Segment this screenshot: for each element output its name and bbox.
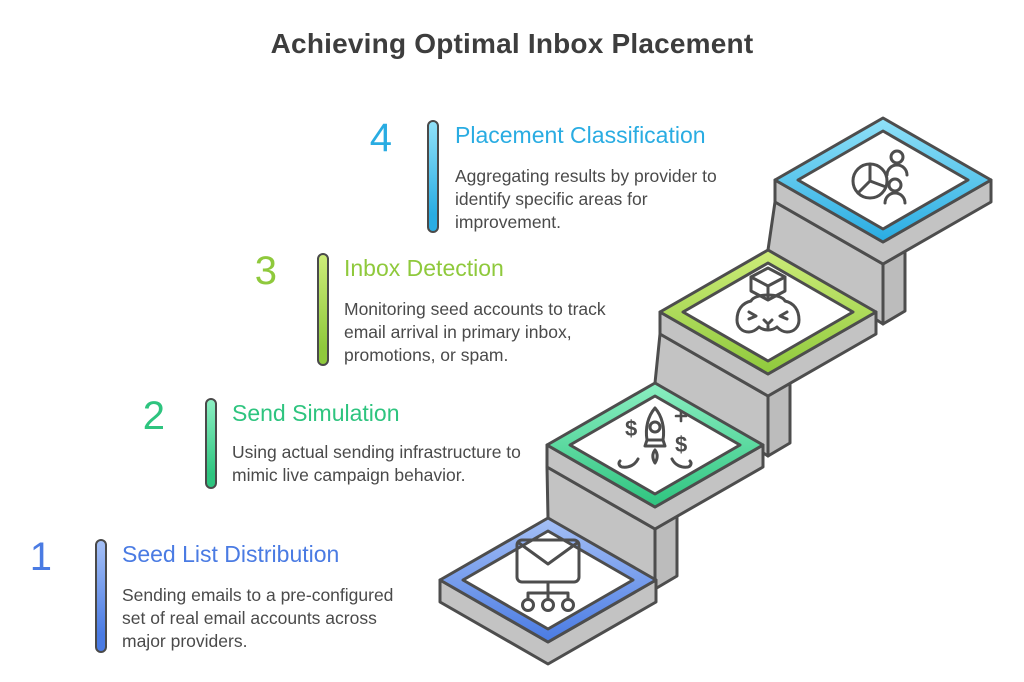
step-4-diamond-face: [796, 129, 970, 231]
pie-chart-people-icon: [851, 149, 909, 205]
envelope-network-icon: [515, 538, 581, 612]
step-4-block: [766, 116, 993, 326]
step-1-diamond-face: [461, 529, 635, 631]
step-4-description: Aggregating results by provider to ident…: [455, 166, 717, 233]
step-4-heading: Placement Classification: [455, 122, 706, 148]
step-2-bar: [205, 398, 217, 489]
step-3-diamond-face: [681, 261, 855, 363]
step-3-block: [653, 248, 878, 458]
step-3-bar: [317, 253, 329, 366]
step-3-description: Monitoring seed accounts to track email …: [344, 299, 606, 366]
step-1-bar: [95, 539, 107, 653]
step-3-number: 3: [254, 249, 277, 293]
step-1-number: 1: [29, 535, 52, 579]
open-box-detector-icon: [735, 266, 801, 334]
step-2-description: Using actual sending infrastructure to m…: [232, 442, 521, 486]
step-2-number: 2: [142, 394, 165, 438]
step-1-block: [438, 516, 658, 666]
step-4-bar: [427, 120, 439, 233]
step-3-heading: Inbox Detection: [344, 255, 504, 281]
step-1-heading: Seed List Distribution: [122, 541, 340, 567]
dollar-sign-right: $: [675, 432, 687, 457]
dollar-sign-left: $: [625, 416, 637, 441]
page-title: Achieving Optimal Inbox Placement: [270, 28, 754, 59]
rocket-dollar-icon: $ $: [617, 406, 693, 469]
plus-sparkle: [674, 409, 688, 423]
step-4-number: 4: [369, 116, 392, 160]
step-2-heading: Send Simulation: [232, 400, 400, 426]
step-1-description: Sending emails to a pre-configured set o…: [122, 585, 394, 652]
